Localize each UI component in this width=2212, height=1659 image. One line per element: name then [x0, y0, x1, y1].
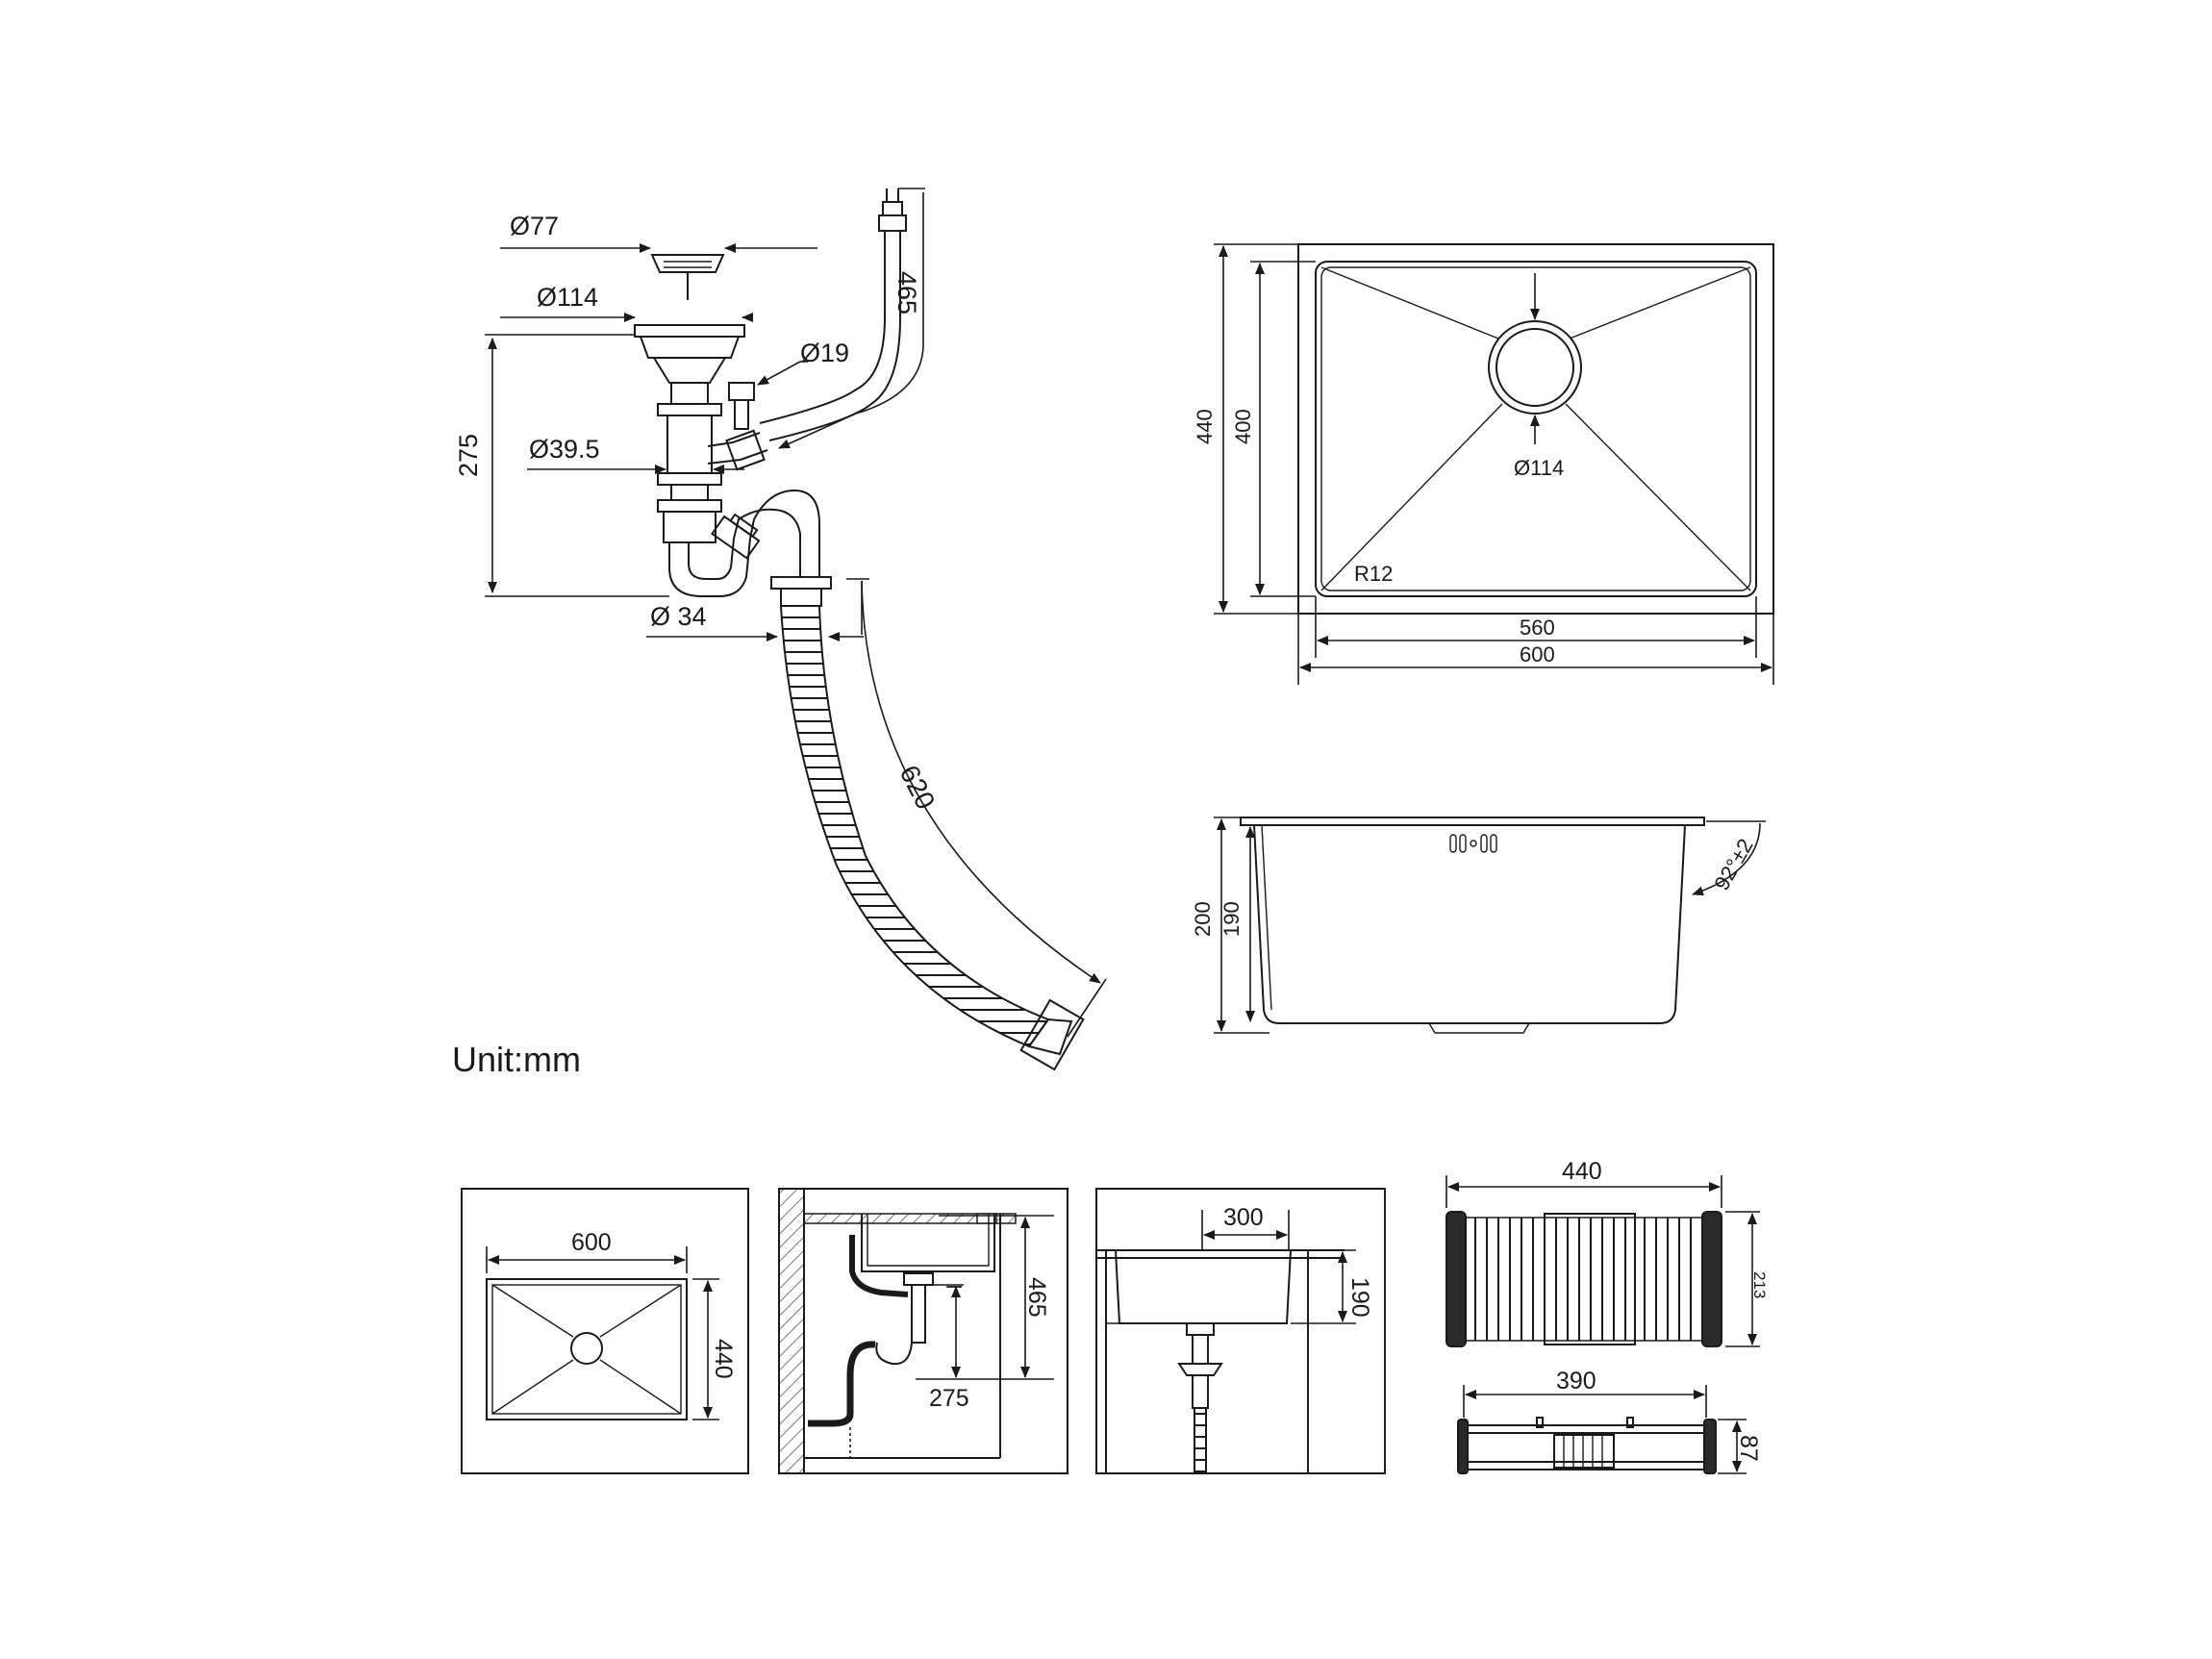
basket-width-label: 213	[1750, 1271, 1769, 1298]
side-bowl-depth-label: 190	[1219, 901, 1244, 937]
card-front-depth-label: 190	[1346, 1277, 1373, 1318]
basket-length-label: 440	[1562, 1158, 1602, 1185]
outer-width-label: 600	[1520, 642, 1555, 666]
overflow-slots	[1449, 834, 1497, 853]
unit-label: Unit:mm	[452, 1040, 581, 1079]
pipe-dia-label: Ø39.5	[529, 435, 600, 464]
drain-hose-length-label: 620	[894, 761, 942, 815]
card-drain-basket: 440 213	[1445, 1158, 1769, 1474]
top-view-drain-dia: Ø114	[1514, 456, 1564, 480]
strainer-basket	[650, 254, 725, 300]
side-total-height-label: 200	[1191, 901, 1215, 937]
drain-hose	[779, 605, 1085, 1071]
overflow-connector	[707, 382, 768, 471]
inner-depth-label: 400	[1231, 409, 1255, 444]
sink-top-view: Ø114 R12 560 600 440 400	[1193, 243, 1774, 685]
card-install-trap-label: 275	[929, 1385, 969, 1412]
basket-side-profile	[1457, 1417, 1717, 1474]
overflow-dia-label: Ø19	[800, 339, 849, 367]
drain-body	[634, 324, 832, 607]
flange-dia-label: Ø114	[537, 283, 598, 312]
card-top-depth-label: 440	[710, 1339, 737, 1379]
card-front-width-label: 300	[1223, 1204, 1264, 1231]
card-install-height-label: 465	[1023, 1277, 1050, 1318]
card-front-section: 300 190	[1095, 1188, 1386, 1474]
strainer-dia-label: Ø77	[510, 212, 559, 240]
card-top-width-label: 600	[571, 1229, 612, 1256]
sink-side-view: 200 190 92°±2	[1191, 817, 1766, 1034]
card-installation: 465 275	[778, 1188, 1068, 1474]
drain-height-label: 275	[454, 434, 483, 477]
card-top-dimensions: 600 440	[461, 1188, 749, 1474]
inner-width-label: 560	[1520, 616, 1555, 640]
side-angle-label: 92°±2	[1709, 835, 1757, 894]
outlet-dia-label: Ø 34	[650, 602, 707, 631]
basket-height-label: 87	[1735, 1435, 1762, 1462]
basket-inner-length-label: 390	[1556, 1368, 1596, 1395]
overflow-hose-length-label: 465	[892, 271, 921, 314]
basket-rails	[1466, 1213, 1702, 1345]
corner-radius-label: R12	[1354, 562, 1393, 586]
outer-depth-label: 440	[1193, 409, 1217, 444]
drain-kit-drawing: Ø77 Ø114	[454, 188, 1107, 1071]
